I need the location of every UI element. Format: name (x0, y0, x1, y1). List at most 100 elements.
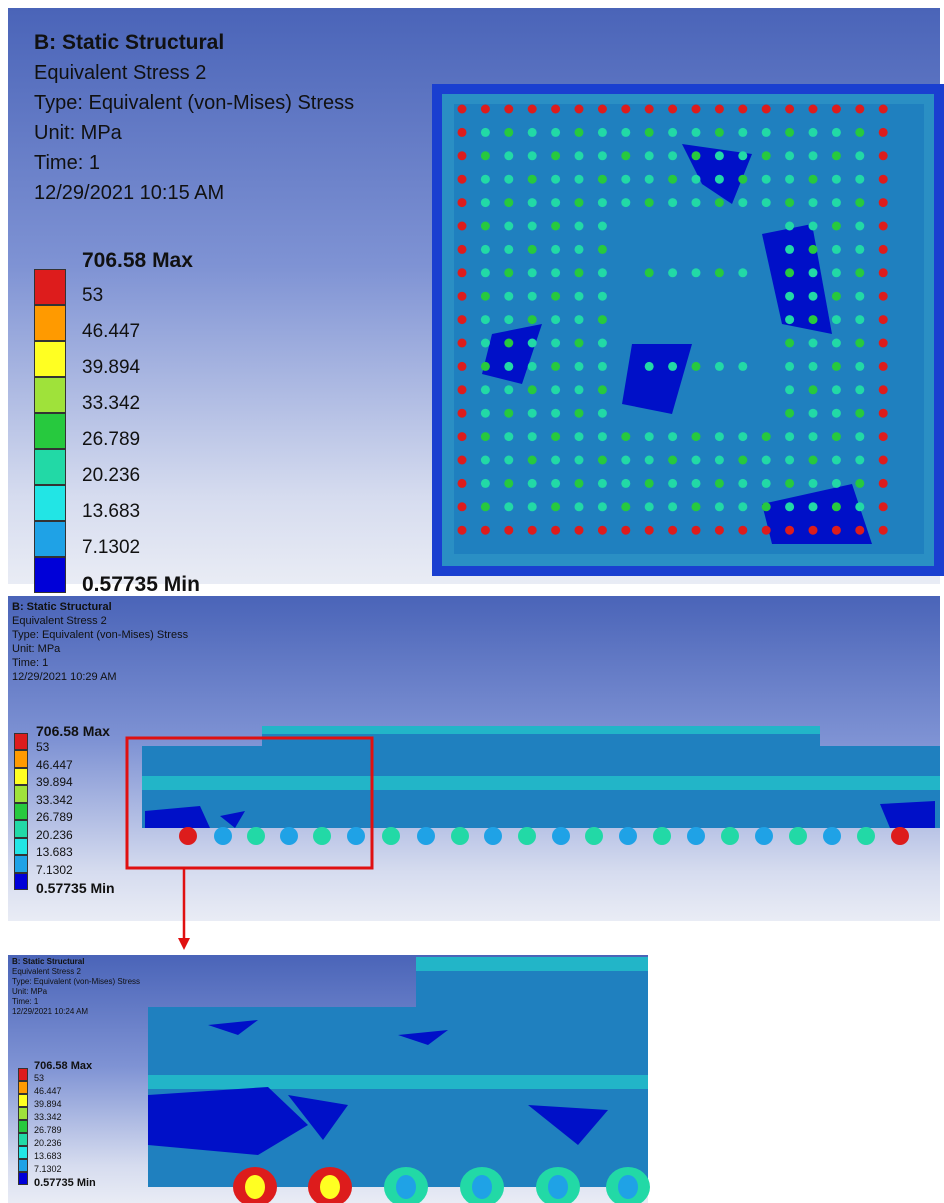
legend-swatch (14, 872, 28, 891)
solder-ball (785, 432, 795, 442)
solder-ball (831, 291, 841, 301)
solder-ball (457, 268, 467, 278)
solder-ball (621, 104, 631, 114)
solder-ball (761, 127, 771, 137)
solder-ball (785, 198, 795, 208)
legend-swatch (34, 269, 66, 305)
solder-ball (785, 408, 795, 418)
legend-label: 33.342 (34, 1112, 62, 1123)
analysis-title: B: Static Structural (12, 601, 112, 613)
solder-ball (831, 174, 841, 184)
solder-ball (714, 361, 724, 371)
solder-ball (574, 385, 584, 395)
solder-ball (597, 221, 607, 231)
solder-ball (738, 432, 748, 442)
solder-ball (714, 127, 724, 137)
solder-ball (831, 385, 841, 395)
solder-ball (644, 502, 654, 512)
legend-label: 706.58 Max (82, 249, 193, 273)
solder-ball (457, 338, 467, 348)
legend-swatch (34, 557, 66, 593)
solder-ball (785, 151, 795, 161)
legend-swatch (14, 802, 28, 821)
legend-label: 20.236 (36, 827, 73, 842)
solder-ball (504, 478, 514, 488)
solder-ball (808, 151, 818, 161)
legend-swatch (18, 1158, 28, 1172)
solder-ball (808, 127, 818, 137)
solder-ball (504, 198, 514, 208)
solder-ball (457, 291, 467, 301)
solder-ball (714, 478, 724, 488)
solder-ball-core (548, 1175, 568, 1199)
solder-ball-core (472, 1175, 492, 1199)
solder-ball (597, 291, 607, 301)
solder-ball (855, 432, 865, 442)
solder-ball (621, 478, 631, 488)
solder-ball (619, 827, 637, 845)
legend-label: 33.342 (82, 393, 141, 415)
solder-ball (878, 244, 888, 254)
solder-ball (551, 244, 561, 254)
solder-ball (691, 104, 701, 114)
solder-ball (785, 244, 795, 254)
solder-ball (855, 127, 865, 137)
legend-label: 53 (34, 1073, 45, 1084)
solder-ball (738, 127, 748, 137)
legend-label: 0.57735 Min (36, 880, 115, 897)
solder-ball (574, 525, 584, 535)
solder-ball (457, 315, 467, 325)
solder-ball (597, 338, 607, 348)
legend-label: 53 (82, 285, 104, 307)
solder-ball (761, 104, 771, 114)
solder-ball (480, 478, 490, 488)
solder-ball (785, 385, 795, 395)
solder-ball (653, 827, 671, 845)
analysis-title: B: Static Structural (12, 957, 85, 966)
legend-label: 706.58 Max (34, 1060, 93, 1073)
solder-ball (738, 151, 748, 161)
solder-ball (597, 104, 607, 114)
solder-ball (785, 291, 795, 301)
solder-ball (831, 455, 841, 465)
solder-ball (484, 827, 502, 845)
solder-ball (785, 338, 795, 348)
solder-ball (527, 361, 537, 371)
result-name: Equivalent Stress 2 (34, 62, 207, 84)
solder-ball (714, 151, 724, 161)
solder-ball (551, 502, 561, 512)
solder-ball (552, 827, 570, 845)
die-layer (142, 776, 940, 790)
solder-ball (808, 198, 818, 208)
legend-swatch (14, 855, 28, 873)
solder-ball (691, 478, 701, 488)
solder-ball (457, 408, 467, 418)
solder-ball (597, 478, 607, 488)
solder-ball (878, 525, 888, 535)
result-date: 12/29/2021 10:24 AM (12, 1007, 89, 1016)
solder-ball (574, 268, 584, 278)
solder-ball (644, 478, 654, 488)
solder-ball (527, 268, 537, 278)
solder-ball (480, 338, 490, 348)
solder-ball (878, 408, 888, 418)
solder-ball (480, 291, 490, 301)
solder-ball (855, 221, 865, 231)
solder-ball (831, 221, 841, 231)
result-time: Time: 1 (34, 152, 100, 174)
solder-ball (668, 478, 678, 488)
solder-ball (855, 198, 865, 208)
solder-ball (551, 198, 561, 208)
solder-ball (574, 338, 584, 348)
legend-swatch (34, 521, 66, 557)
package-top-view (432, 84, 944, 576)
result-date: 12/29/2021 10:29 AM (12, 671, 117, 683)
result-time: Time: 1 (12, 997, 39, 1006)
solder-ball (451, 827, 469, 845)
solder-ball (621, 502, 631, 512)
solder-ball (527, 174, 537, 184)
mold-top (262, 726, 820, 734)
solder-ball (855, 174, 865, 184)
solder-ball (808, 385, 818, 395)
solder-ball (280, 827, 298, 845)
